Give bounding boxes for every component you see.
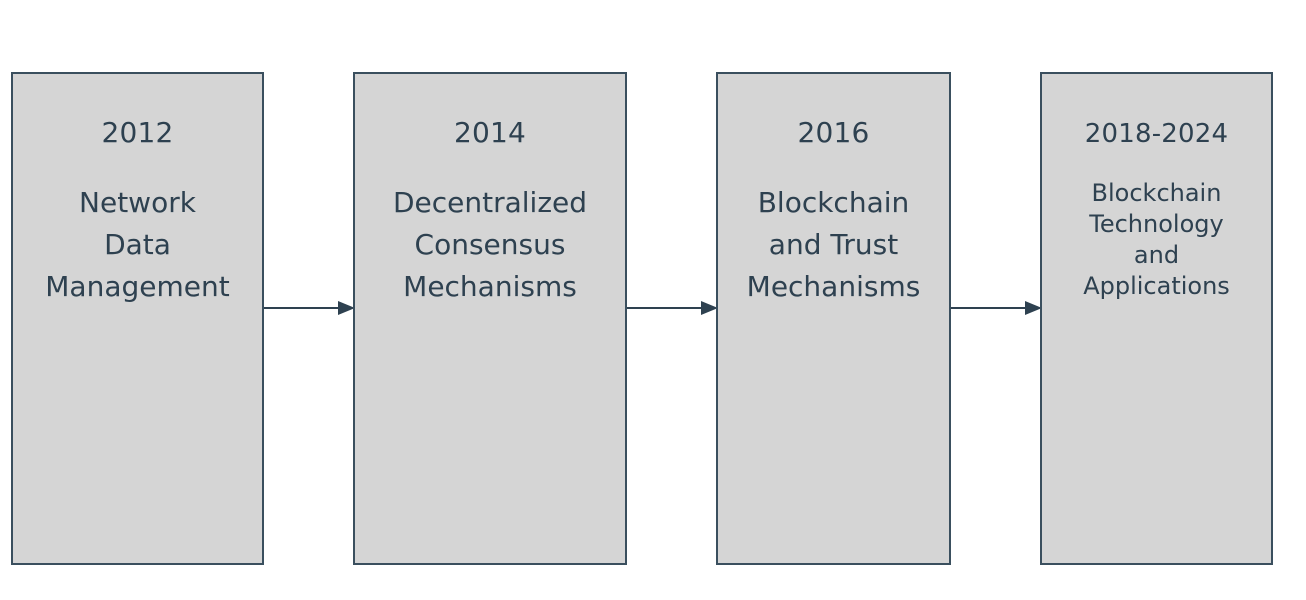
node-title-label: Network Data Management: [45, 186, 230, 303]
node-year-label: 2016: [797, 116, 870, 149]
arrow-right-icon: [264, 301, 355, 315]
node-title-label: Decentralized Consensus Mechanisms: [392, 186, 588, 303]
timeline-node-2018-2024[interactable]: 2018-2024 Blockchain Technology and Appl…: [1040, 72, 1273, 565]
node-year-label: 2014: [453, 116, 527, 149]
arrow-right-icon: [951, 301, 1042, 315]
arrow-right-icon: [627, 301, 718, 315]
node-title-label: Blockchain Technology and Applications: [1083, 179, 1230, 300]
arrow-connector-1: [264, 298, 355, 318]
node-year-label: 2012: [101, 116, 174, 149]
arrow-connector-2: [627, 298, 718, 318]
arrow-connector-3: [951, 298, 1042, 318]
node-title-label: Blockchain and Trust Mechanisms: [746, 186, 921, 303]
node-year-label: 2018-2024: [1084, 119, 1229, 149]
timeline-node-2014[interactable]: 2014 Decentralized Consensus Mechanisms: [353, 72, 627, 565]
timeline-node-2016[interactable]: 2016 Blockchain and Trust Mechanisms: [716, 72, 951, 565]
timeline-node-2012[interactable]: 2012 Network Data Management: [11, 72, 264, 565]
